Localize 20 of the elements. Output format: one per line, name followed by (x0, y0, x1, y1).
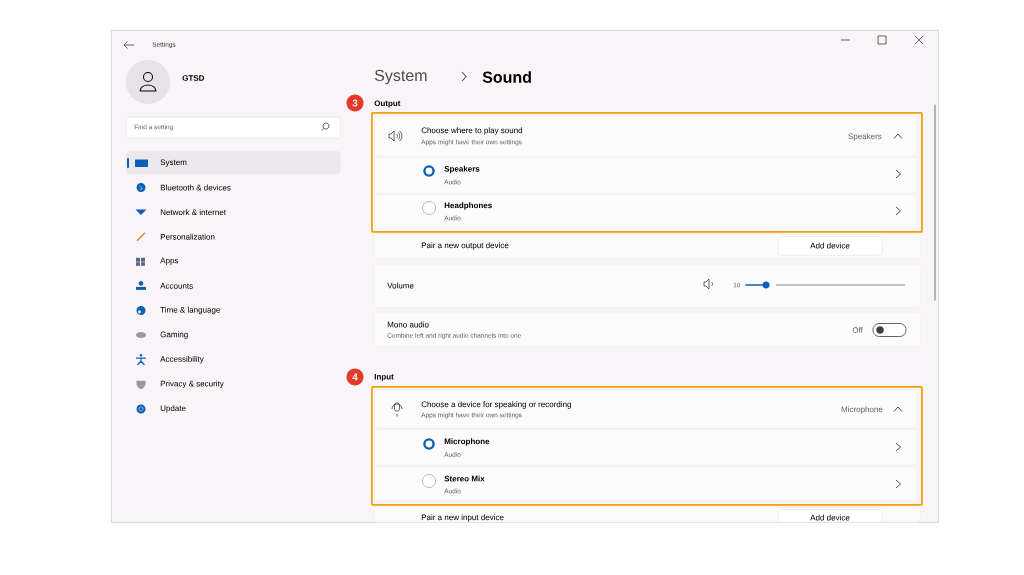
menu-item: Accounts (160, 283, 193, 289)
menu-item: Privacy & security (160, 380, 224, 389)
menu-item: Gaming (160, 331, 188, 339)
menu-item: Apps (160, 257, 179, 265)
menu-item: Network & internet (160, 209, 226, 216)
page-heading: Sound (482, 71, 531, 83)
node-label: Output (374, 100, 401, 108)
node-label: Input (374, 373, 394, 382)
callout-number: 4 (346, 368, 364, 386)
menu-item: Personalization (160, 233, 215, 240)
menu-item: System (126, 151, 341, 175)
menu-item: Accessibility (160, 355, 204, 364)
page-heading: System (374, 69, 427, 85)
add-device-button: Add device (778, 509, 883, 523)
menu-item: Time & language (160, 306, 220, 315)
menu-item: Update (160, 405, 186, 413)
account-name: GTSD (182, 75, 205, 81)
add-device-button: Add device (778, 236, 883, 256)
menu-item: Bluetooth & devices (160, 184, 231, 191)
callout-number: 3 (346, 94, 364, 112)
